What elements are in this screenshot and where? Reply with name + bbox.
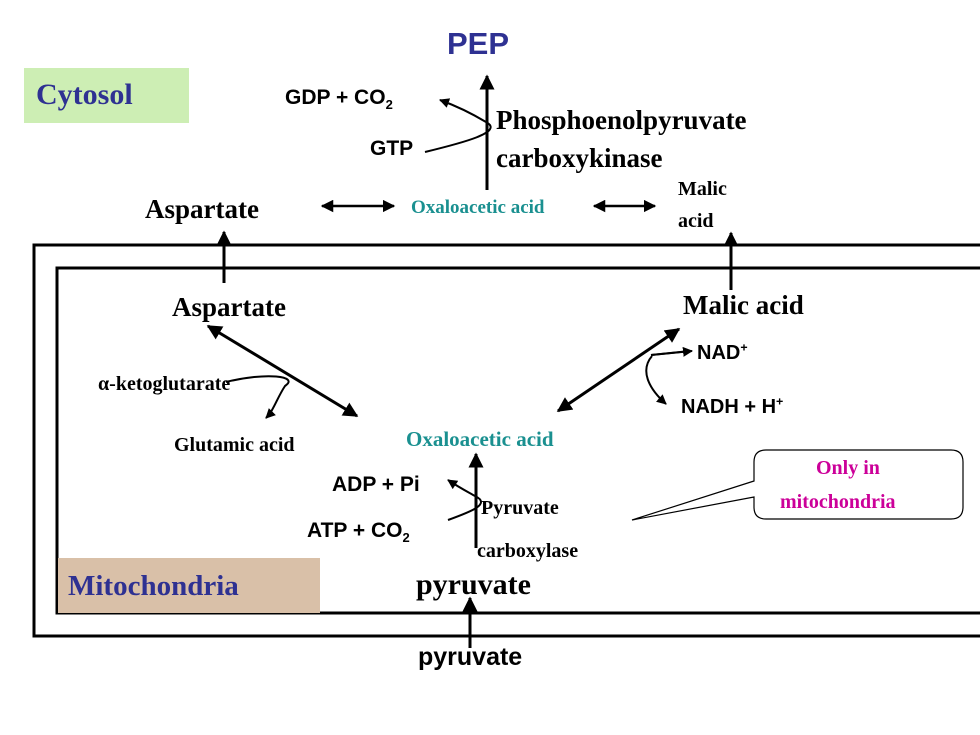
ketoglutarate-label: α-ketoglutarate: [98, 373, 231, 395]
pepck-enzyme-line2: carboxykinase: [496, 143, 663, 173]
malic-oaa-mito-arrow: [556, 327, 681, 413]
gdp-co2-label: GDP + CO2: [285, 86, 393, 113]
outside-pyruvate: pyruvate: [418, 643, 523, 671]
cytosol-malic-line2: acid: [678, 210, 714, 232]
mito-oxaloacetate: Oxaloacetic acid: [406, 427, 554, 451]
cytosol-box: [24, 68, 189, 123]
nadh-label: NADH + H+: [681, 394, 784, 418]
cytosol-oxaloacetate: Oxaloacetic acid: [411, 197, 545, 218]
gtp-label: GTP: [370, 137, 414, 160]
adp-pi-label: ADP + Pi: [332, 473, 420, 496]
pc-enzyme-line1: Pyruvate: [481, 497, 559, 519]
atp-co2-label: ATP + CO2: [307, 519, 410, 546]
cytosol-aspartate: Aspartate: [145, 194, 259, 224]
pep-label: PEP: [447, 26, 510, 61]
atp-to-adp-curve: [447, 479, 482, 521]
gtp-to-gdp-curve: [424, 98, 492, 153]
outer-membrane: [32, 243, 980, 638]
pc-enzyme-line2: carboxylase: [477, 540, 579, 562]
inner-membrane: [55, 266, 980, 615]
aspartate-oaa-mito-arrow: [206, 324, 359, 418]
callout-bubble: [631, 449, 964, 521]
mito-aspartate: Aspartate: [172, 292, 286, 322]
callout-line1: Only in: [816, 457, 880, 479]
pepck-enzyme-line1: Phosphoenolpyruvate: [496, 105, 747, 135]
mitochondria-label: Mitochondria: [68, 570, 239, 602]
glutamic-label: Glutamic acid: [174, 434, 295, 456]
ketoglutarate-to-glutamate-curve: [225, 375, 290, 419]
mito-pyruvate: pyruvate: [416, 568, 531, 601]
mitochondria-box: [58, 558, 320, 613]
nad-label: NAD+: [697, 340, 748, 364]
cytosol-label: Cytosol: [36, 78, 133, 111]
callout-line2: mitochondria: [780, 491, 896, 513]
cytosol-malic-line1: Malic: [678, 178, 727, 200]
mito-malic: Malic acid: [683, 290, 804, 320]
